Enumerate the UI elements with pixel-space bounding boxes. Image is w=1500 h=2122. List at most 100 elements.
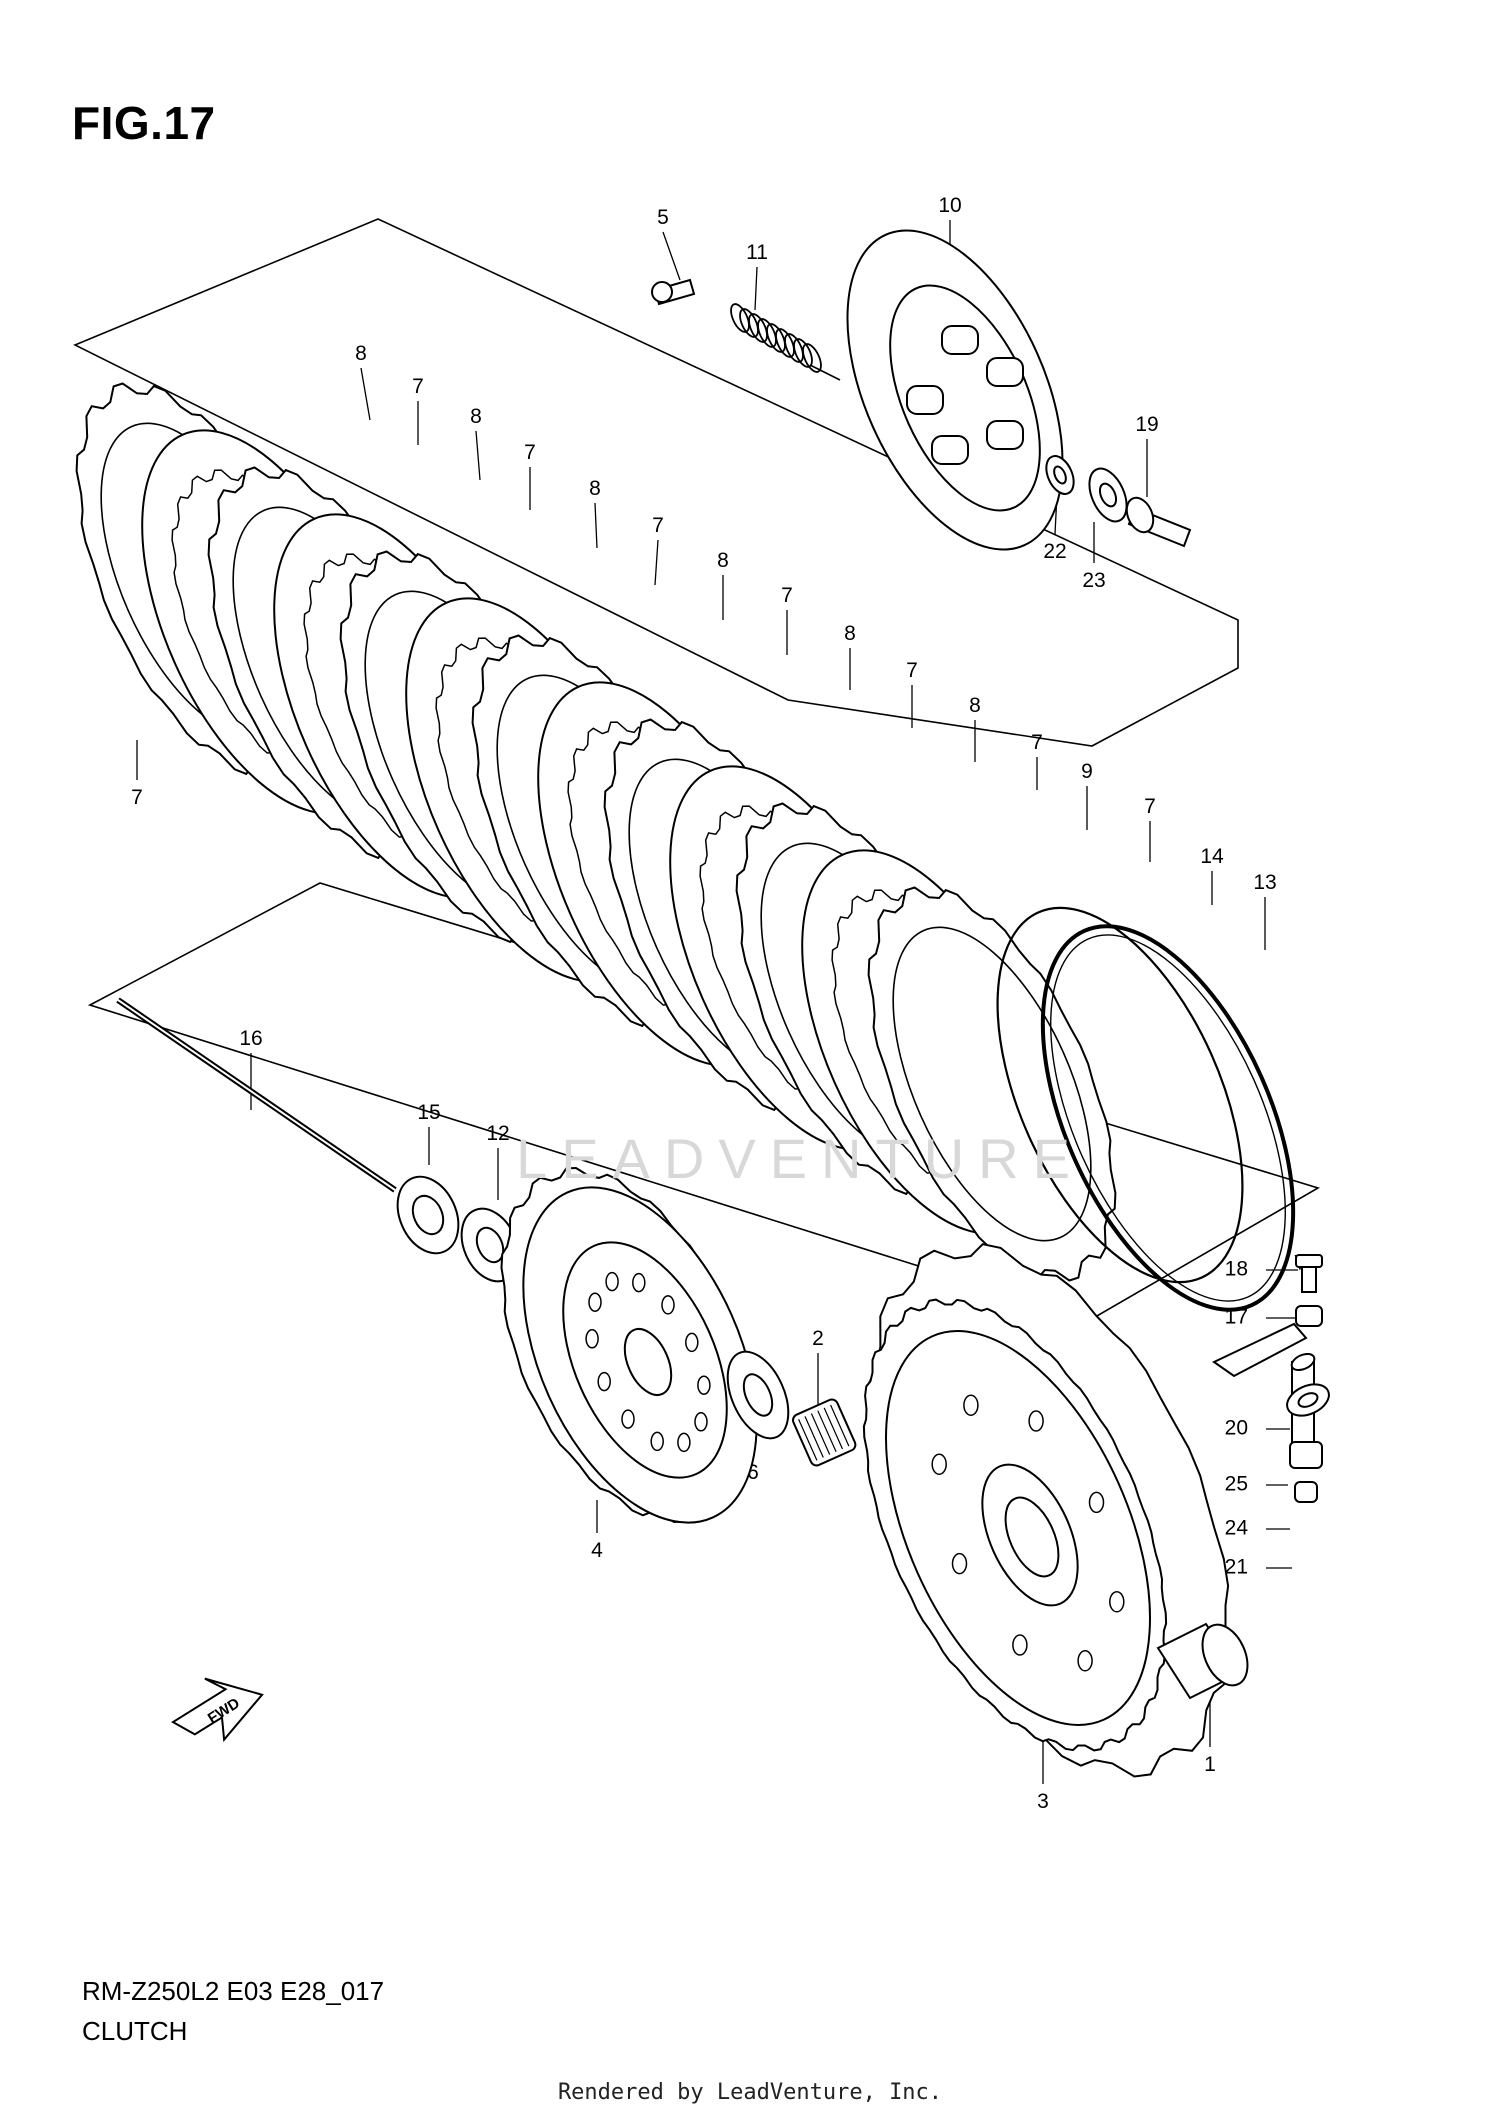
callout-number: 24 xyxy=(1225,1517,1249,1540)
callout-number: 23 xyxy=(1082,569,1105,592)
pressure-plate-boss xyxy=(986,420,1024,450)
housing-hole xyxy=(963,1394,979,1416)
callout-number: 7 xyxy=(781,584,793,607)
callout-number: 25 xyxy=(1225,1473,1248,1496)
fwd-arrow: FWD xyxy=(171,1677,264,1743)
callout-3: 3 xyxy=(1037,1740,1049,1813)
sleeve-hub-hole xyxy=(597,1371,611,1392)
callout-7: 7 xyxy=(652,514,664,586)
clutch-spring-bolt-head xyxy=(651,281,673,303)
upper-assembly-outline xyxy=(73,218,1239,747)
pressure-plate-assembly xyxy=(846,229,1064,551)
sleeve-hub-hole xyxy=(697,1375,711,1395)
thrust-bearing-hole xyxy=(1098,482,1118,508)
callout-number: 22 xyxy=(1043,540,1066,563)
callout-7: 7 xyxy=(1144,795,1156,862)
callout-leader xyxy=(654,539,659,586)
sleeve-hub-hole xyxy=(661,1295,675,1315)
callout-7: 7 xyxy=(524,441,536,510)
fwd-arrow-shape xyxy=(171,1677,264,1743)
drive-plate xyxy=(867,886,1117,1282)
housing-hole xyxy=(1077,1650,1093,1672)
callout-25: 25 xyxy=(1225,1473,1288,1496)
callout-leader xyxy=(754,266,758,311)
needle-bearing xyxy=(792,1398,857,1467)
callout-7: 7 xyxy=(906,659,918,728)
pressure-plate-disc xyxy=(846,229,1064,551)
camshaft-bushing xyxy=(1294,1481,1318,1503)
callout-number: 8 xyxy=(969,694,981,717)
callout-number: 11 xyxy=(746,241,768,264)
needle-roller xyxy=(798,1418,818,1461)
callout-7: 7 xyxy=(781,584,793,655)
callout-number: 2 xyxy=(812,1327,824,1350)
pressure-plate-boss xyxy=(941,325,979,355)
callout-number: 7 xyxy=(1144,795,1156,818)
needle-roller xyxy=(817,1410,837,1453)
thrust-bearing xyxy=(1088,467,1128,523)
render-credit: Rendered by LeadVenture, Inc. xyxy=(557,2080,943,2105)
clutch-housing-bore xyxy=(1004,1496,1060,1578)
lock-washer-hole xyxy=(475,1226,505,1264)
release-clamp xyxy=(1295,1305,1323,1327)
sleeve-hub-ring xyxy=(562,1241,728,1479)
callout-number: 16 xyxy=(239,1027,262,1050)
callout-7: 7 xyxy=(131,740,143,809)
callout-number: 14 xyxy=(1200,845,1224,868)
callout-19: 19 xyxy=(1135,413,1159,497)
clutch-sleeve-hub xyxy=(500,1166,758,1524)
callout-number: 8 xyxy=(589,477,601,500)
spacer xyxy=(1201,1623,1249,1687)
callout-8: 8 xyxy=(355,342,371,421)
section-name: CLUTCH xyxy=(82,2016,188,2046)
sleeve-hub-hole xyxy=(588,1292,602,1312)
callout-number: 7 xyxy=(131,786,143,809)
thrust-washer xyxy=(726,1350,790,1440)
callout-2: 2 xyxy=(812,1327,824,1405)
washer xyxy=(1045,455,1075,495)
sleeve-hub-hole xyxy=(632,1272,646,1293)
callout-number: 21 xyxy=(1225,1556,1248,1579)
callout-4: 4 xyxy=(591,1500,603,1562)
callout-8: 8 xyxy=(589,477,601,549)
housing-hole xyxy=(1028,1410,1044,1432)
callout-7: 7 xyxy=(412,375,424,445)
callout-23: 23 xyxy=(1082,522,1106,592)
callout-number: 20 xyxy=(1225,1417,1248,1440)
housing-hole xyxy=(1109,1591,1125,1613)
callout-leader xyxy=(594,502,598,549)
callout-8: 8 xyxy=(717,549,729,620)
callout-number: 10 xyxy=(938,194,961,217)
sleeve-hub-face xyxy=(522,1186,758,1524)
sleeve-hub-hole xyxy=(694,1412,708,1432)
callout-number: 8 xyxy=(717,549,729,572)
clutch-plate-stack xyxy=(75,382,1117,1282)
callout-number: 19 xyxy=(1135,413,1158,436)
callout-number: 7 xyxy=(652,514,664,537)
wire-ring xyxy=(1040,924,1296,1312)
housing-hole xyxy=(1012,1634,1028,1656)
callout-13: 13 xyxy=(1253,871,1277,950)
callout-16: 16 xyxy=(239,1027,263,1110)
callout-1: 1 xyxy=(1204,1700,1216,1776)
wire-ring-inner xyxy=(1050,934,1286,1302)
callout-number: 4 xyxy=(591,1539,603,1562)
sleeve-hub-hole xyxy=(621,1409,635,1429)
needle-roller xyxy=(804,1416,824,1458)
clutch-spring xyxy=(730,303,822,373)
callout-number: 9 xyxy=(1081,760,1093,783)
sleeve-hub-hole xyxy=(585,1329,599,1349)
sleeve-hub-center xyxy=(623,1328,673,1396)
callout-leader xyxy=(475,430,481,481)
release-bolt-head xyxy=(1295,1254,1323,1268)
release-arm xyxy=(1212,1322,1308,1378)
clutch-push-rod-highlight xyxy=(117,999,396,1191)
needle-roller xyxy=(823,1407,844,1450)
callout-number: 3 xyxy=(1037,1790,1049,1813)
callout-number: 8 xyxy=(844,622,856,645)
callout-15: 15 xyxy=(417,1101,441,1165)
pressure-plate-boss xyxy=(931,435,969,465)
callout-24: 24 xyxy=(1225,1517,1290,1540)
housing-hole xyxy=(951,1552,968,1575)
callout-7: 7 xyxy=(1031,731,1043,790)
